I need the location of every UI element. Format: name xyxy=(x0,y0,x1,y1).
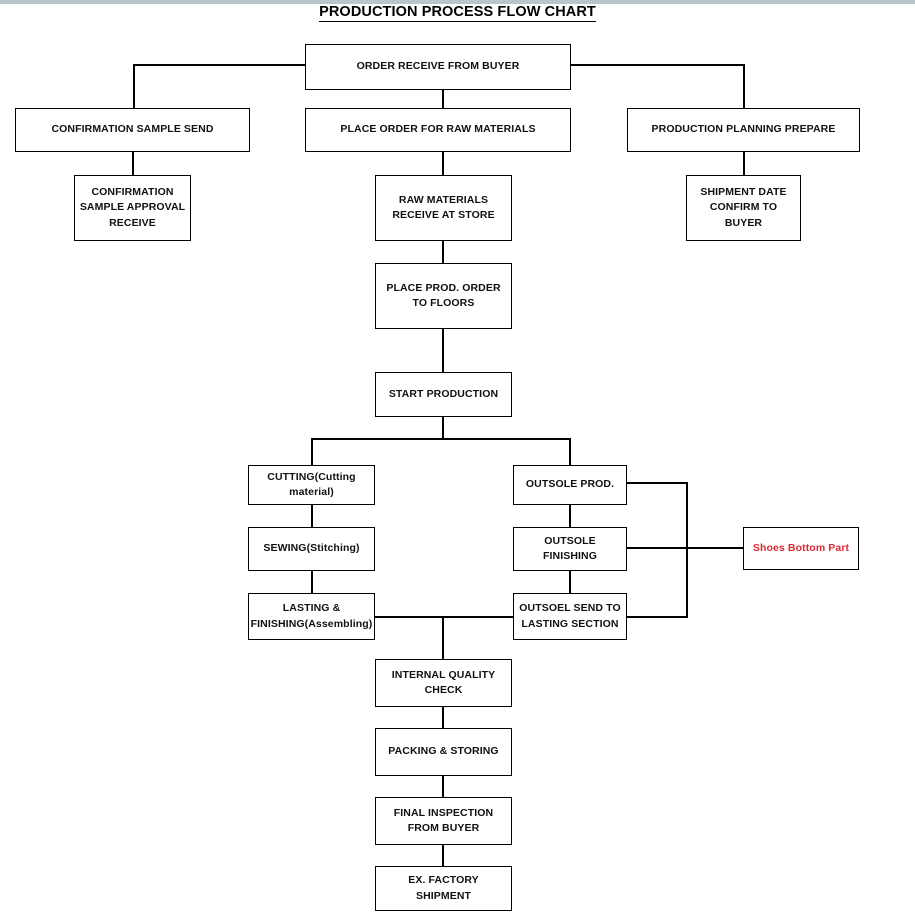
connector-prodorder-to-start xyxy=(442,328,444,373)
connector-receive-to-prodorder xyxy=(442,240,444,264)
node-label: CONFIRMATION SAMPLE SEND xyxy=(51,123,214,136)
node-production-planning-prepare[interactable]: PRODUCTION PLANNING PREPARE xyxy=(627,108,860,152)
connector-planning-to-shipment xyxy=(743,151,745,176)
connector-final-to-shipment xyxy=(442,844,444,867)
node-shoes-bottom-part[interactable]: Shoes Bottom Part xyxy=(743,527,859,570)
connector-start-split xyxy=(311,438,570,440)
node-outsole-send-to-lasting-section[interactable]: OUTSOEL SEND TO LASTING SECTION xyxy=(513,593,627,640)
connector-sample-send-to-approval xyxy=(132,151,134,176)
node-label: CONFIRMATION SAMPLE APPROVAL RECEIVE xyxy=(79,186,186,229)
node-label: RAW MATERIALS RECEIVE AT STORE xyxy=(392,193,495,221)
node-packing-storing[interactable]: PACKING & STORING xyxy=(375,728,512,776)
node-label: LASTING & FINISHING(Assembling) xyxy=(250,602,373,630)
window-top-strip xyxy=(0,0,915,4)
node-confirmation-sample-send[interactable]: CONFIRMATION SAMPLE SEND xyxy=(15,108,250,152)
node-place-order-for-raw-materials[interactable]: PLACE ORDER FOR RAW MATERIALS xyxy=(305,108,571,152)
node-label: OUTSOEL SEND TO LASTING SECTION xyxy=(519,602,621,630)
connector-merge-to-quality xyxy=(374,616,514,618)
node-outsole-prod[interactable]: OUTSOLE PROD. xyxy=(513,465,627,505)
connector-outsolesend-to-bracket xyxy=(627,616,687,618)
node-label: START PRODUCTION xyxy=(388,387,499,400)
connector-order-to-right-drop xyxy=(743,64,745,109)
node-place-prod-order-to-floors[interactable]: PLACE PROD. ORDER TO FLOORS xyxy=(375,263,512,329)
node-label: OUTSOLE PROD. xyxy=(525,478,615,491)
node-internal-quality-check[interactable]: INTERNAL QUALITY CHECK xyxy=(375,659,512,707)
page-title: PRODUCTION PROCESS FLOW CHART xyxy=(0,4,915,22)
node-label: SEWING(Stitching) xyxy=(263,542,360,555)
node-ex-factory-shipment[interactable]: EX. FACTORY SHIPMENT xyxy=(375,866,512,911)
node-sewing[interactable]: SEWING(Stitching) xyxy=(248,527,375,571)
node-label: PLACE ORDER FOR RAW MATERIALS xyxy=(340,123,536,136)
node-label: FINAL INSPECTION FROM BUYER xyxy=(393,806,494,834)
node-confirmation-sample-approval-receive[interactable]: CONFIRMATION SAMPLE APPROVAL RECEIVE xyxy=(74,175,191,241)
connector-order-to-right xyxy=(569,64,745,66)
node-raw-materials-receive-at-store[interactable]: RAW MATERIALS RECEIVE AT STORE xyxy=(375,175,512,241)
connector-start-down xyxy=(442,416,444,439)
connector-bracket-vertical xyxy=(686,482,688,618)
page-title-text: PRODUCTION PROCESS FLOW CHART xyxy=(319,4,596,22)
connector-packing-to-final xyxy=(442,775,444,798)
node-label: INTERNAL QUALITY CHECK xyxy=(391,668,496,696)
node-lasting-finishing[interactable]: LASTING & FINISHING(Assembling) xyxy=(248,593,375,640)
connector-bracket-to-shoes-bottom xyxy=(686,547,744,549)
node-start-production[interactable]: START PRODUCTION xyxy=(375,372,512,417)
connector-start-to-cutting xyxy=(311,438,313,466)
node-outsole-finishing[interactable]: OUTSOLE FINISHING xyxy=(513,527,627,571)
connector-order-to-left xyxy=(133,64,306,66)
node-label: SHIPMENT DATE CONFIRM TO BUYER xyxy=(700,186,787,229)
connector-raworder-to-receive xyxy=(442,151,444,176)
node-label: ORDER RECEIVE FROM BUYER xyxy=(356,60,520,73)
node-cutting[interactable]: CUTTING(Cutting material) xyxy=(248,465,375,505)
node-order-receive-from-buyer[interactable]: ORDER RECEIVE FROM BUYER xyxy=(305,44,571,90)
connector-outsolefinishing-to-send xyxy=(569,570,571,593)
connector-order-to-left-drop xyxy=(133,64,135,109)
connector-merge-drop-to-quality xyxy=(442,616,444,659)
connector-outsolefinishing-to-bracket xyxy=(627,547,687,549)
node-final-inspection-from-buyer[interactable]: FINAL INSPECTION FROM BUYER xyxy=(375,797,512,845)
node-label: PRODUCTION PLANNING PREPARE xyxy=(651,123,836,136)
node-label: PLACE PROD. ORDER TO FLOORS xyxy=(386,281,501,309)
connector-start-to-outsole xyxy=(569,438,571,466)
connector-sewing-to-lasting xyxy=(311,570,313,593)
connector-order-to-center xyxy=(442,89,444,109)
node-label: EX. FACTORY SHIPMENT xyxy=(408,874,479,902)
connector-quality-to-packing xyxy=(442,706,444,728)
connector-cutting-to-sewing xyxy=(311,504,313,527)
connector-outsoleprod-to-finishing xyxy=(569,504,571,527)
node-label: OUTSOLE FINISHING xyxy=(543,534,597,562)
node-shipment-date-confirm-to-buyer[interactable]: SHIPMENT DATE CONFIRM TO BUYER xyxy=(686,175,801,241)
node-label: Shoes Bottom Part xyxy=(752,541,850,554)
node-label: CUTTING(Cutting material) xyxy=(267,470,356,498)
connector-outsoleprod-to-bracket xyxy=(627,482,687,484)
node-label: PACKING & STORING xyxy=(388,745,499,758)
